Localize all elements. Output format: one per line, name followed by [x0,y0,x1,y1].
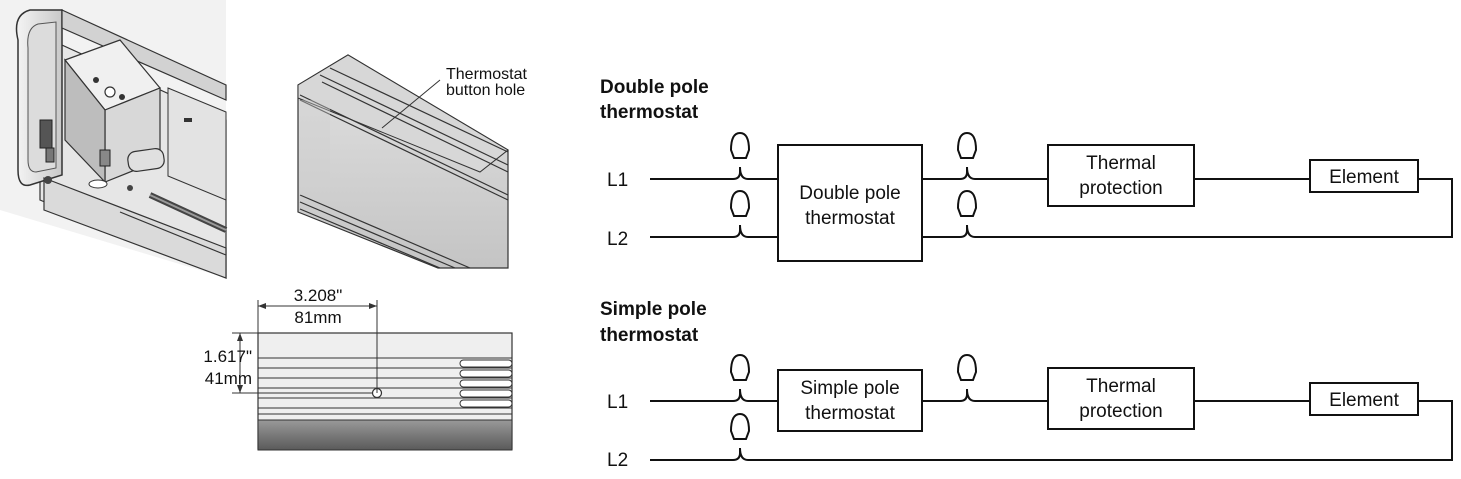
wire-nut-icon [729,412,751,440]
simple-pole-heading-line2: thermostat [600,325,699,346]
wire-l1-mid [922,388,1048,402]
dimension-width-inches: 3.208" [294,286,343,305]
simple-pole-thermostat-box [777,369,923,432]
wire-l1-mid [922,166,1048,180]
callout-button-hole-text: button hole [446,82,525,99]
double-pole-heading-line1: Double pole [600,77,709,98]
simple-pole-thermostat-line1: Simple pole [800,378,899,399]
wire-nut-icon [729,189,751,217]
dimension-height-mm: 41mm [205,369,252,388]
wire-nut-icon [956,189,978,217]
wire-nut-icon [956,353,978,381]
wire-l1-in [650,388,778,402]
element-label: Element [1329,390,1399,411]
thermal-protection-line2: protection [1079,401,1162,422]
double-pole-thermostat-line2: thermostat [805,208,895,229]
double-pole-thermostat-box [777,144,923,262]
heater-dimension-illustration: 3.208" 81mm 1.617" 41mm [203,286,513,451]
element-box [1309,382,1419,416]
wire-nut-icon [956,131,978,159]
double-pole-l1-label: L1 [607,170,628,191]
thermal-protection-line1: Thermal [1086,376,1156,397]
simple-pole-thermostat-line2: thermostat [805,403,895,424]
double-pole-l2-label: L2 [607,229,628,250]
thermal-protection-line2: protection [1079,178,1162,199]
wire-l2-in [650,224,778,238]
dimension-height-inches: 1.617" [203,347,252,366]
wire-nut-icon [729,131,751,159]
dimension-width-mm: 81mm [294,308,341,327]
wire-l2-return [650,400,1453,461]
simple-pole-l1-label: L1 [607,392,628,413]
thermal-protection-line1: Thermal [1086,153,1156,174]
element-label: Element [1329,167,1399,188]
wire-l1-in [650,166,778,180]
heater-interior-illustration [0,0,228,279]
double-pole-diagram: Double pole thermostat L1 L2 Double pole… [600,77,1453,262]
simple-pole-l2-label: L2 [607,450,628,471]
wire-l2-return [922,178,1453,238]
wire-nut-icon [729,353,751,381]
simple-pole-diagram: Simple pole thermostat L1 L2 Simple pole… [600,299,1453,471]
double-pole-heading-line2: thermostat [600,102,699,123]
element-box [1309,159,1419,193]
callout-thermostat-text: Thermostat [446,66,527,83]
thermal-protection-box [1047,144,1195,207]
heater-grille-illustration: Thermostat button hole [297,54,527,269]
double-pole-thermostat-line1: Double pole [799,183,900,204]
callout-leader-line [381,79,441,129]
simple-pole-heading-line1: Simple pole [600,299,707,320]
thermal-protection-box [1047,367,1195,430]
